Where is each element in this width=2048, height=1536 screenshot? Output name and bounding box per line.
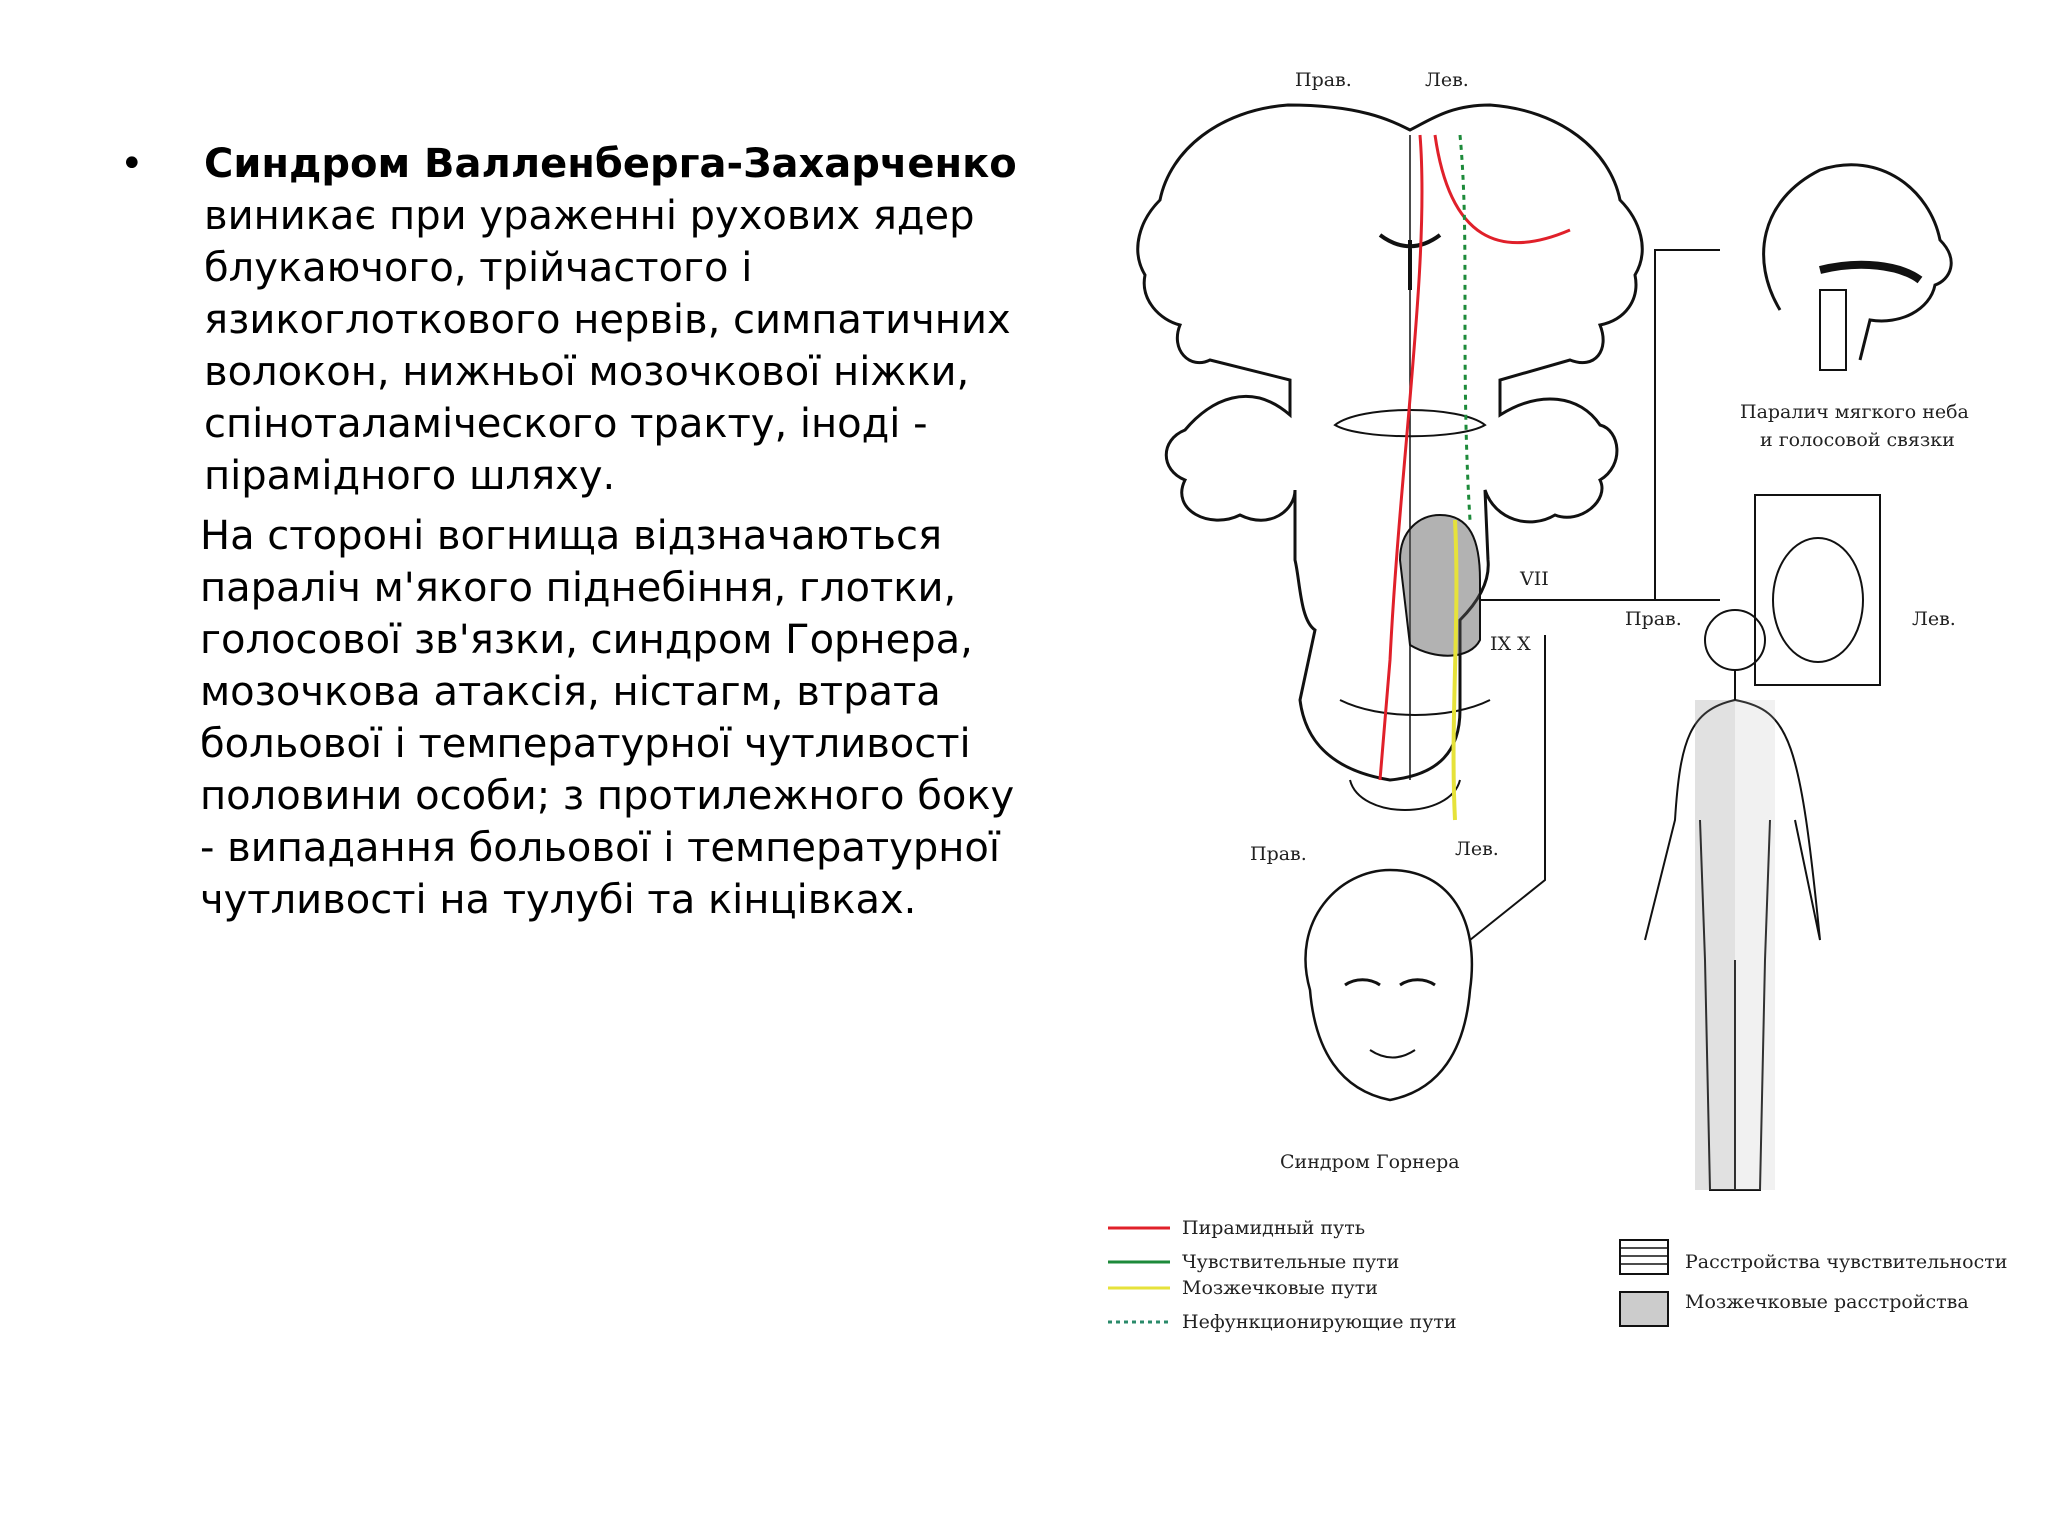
horner-head-outline xyxy=(1304,868,1474,1102)
body-left-label: Лев. xyxy=(1912,608,1956,630)
nerve-vii-label: VII xyxy=(1519,568,1549,590)
legend-pyramidal: Пирамидный путь xyxy=(1182,1217,1365,1239)
paragraph-2: На стороні вогнища відзначаються параліч… xyxy=(118,510,1018,926)
profile-head xyxy=(1762,163,1953,361)
head-left-label: Лев. xyxy=(1455,838,1499,860)
horner-head xyxy=(1304,868,1474,1102)
head-right-label: Прав. xyxy=(1250,843,1307,865)
palate-illustration xyxy=(1762,163,1953,371)
paragraph-1: Синдром Валленберга-Захарченко виникає п… xyxy=(204,138,1018,502)
legend-right: Расстройства чувствительности Мозжечковы… xyxy=(1619,1239,2007,1327)
legend-sensory: Чувствительные пути xyxy=(1182,1251,1399,1273)
legend-sensory-disorder: Расстройства чувствительности xyxy=(1685,1251,2007,1273)
face-frame xyxy=(1754,494,1881,686)
palate-caption-line2: и голосовой связки xyxy=(1760,429,1955,451)
legend-nonfunctioning: Нефункционирующие пути xyxy=(1182,1311,1457,1333)
larynx-hatch xyxy=(1819,289,1847,371)
brain-right-label: Прав. xyxy=(1295,69,1352,91)
syndrome-title: Синдром Валленберга-Захарченко xyxy=(204,141,1017,187)
legend-hatch-lines xyxy=(1620,1247,1668,1265)
arrows xyxy=(1469,249,1720,941)
horner-caption: Синдром Горнера xyxy=(1280,1151,1460,1173)
cerebellar-path-line xyxy=(1451,519,1459,821)
dotted-half xyxy=(1735,700,1775,1190)
legend-cerebellar: Мозжечковые пути xyxy=(1182,1277,1378,1299)
medulla-line xyxy=(1339,699,1491,716)
legend-left: Пирамидный путь Чувствительные пути Мозж… xyxy=(1108,1217,1457,1333)
paragraph-2-body: На стороні вогнища відзначаються параліч… xyxy=(200,513,1015,923)
horner-mouth xyxy=(1369,1049,1416,1059)
soft-palate xyxy=(1819,260,1923,284)
legend-swatch-dots xyxy=(1619,1291,1669,1327)
brainstem-drawing xyxy=(1136,103,1644,811)
nerve-ix-x-label: IX X xyxy=(1490,633,1531,655)
arrow-to-horner xyxy=(1469,635,1546,941)
ventricle-mark xyxy=(1378,233,1442,290)
hatched-half xyxy=(1695,700,1735,1190)
pons-shape xyxy=(1333,409,1487,438)
legend-cerebellar-disorder: Мозжечковые расстройства xyxy=(1685,1291,1969,1313)
palate-caption-line1: Паралич мягкого неба xyxy=(1740,401,1969,423)
brainstem-outline xyxy=(1136,103,1644,782)
wallenberg-diagram: Прав. Лев. VII IX X Паралич мягкого неба… xyxy=(1100,60,2048,1360)
slide-text: • Синдром Валленберга-Захарченко виникає… xyxy=(118,138,1018,926)
arrow-to-palate xyxy=(1480,249,1720,601)
body-right-label: Прав. xyxy=(1625,608,1682,630)
paragraph-1-body: виникає при ураженні рухових ядер блукаю… xyxy=(204,193,1011,499)
diagram-svg: Прав. Лев. VII IX X Паралич мягкого неба… xyxy=(1108,69,2007,1333)
pyramidal-path-line xyxy=(1378,134,1424,781)
face-outline xyxy=(1772,537,1864,663)
cord-end xyxy=(1349,779,1461,811)
bullet-paragraph: • Синдром Валленберга-Захарченко виникає… xyxy=(118,138,1018,502)
bullet-symbol: • xyxy=(120,141,144,187)
body-figure xyxy=(1644,609,1821,1191)
body-outline xyxy=(1644,670,1821,1191)
brain-left-label: Лев. xyxy=(1425,69,1469,91)
nonfunctioning-path-line xyxy=(1458,134,1472,521)
horner-eyes xyxy=(1344,978,1436,987)
lesion-area xyxy=(1398,513,1481,657)
pyramidal-branch-line xyxy=(1433,134,1571,245)
legend-swatch-hatch xyxy=(1619,1239,1669,1275)
